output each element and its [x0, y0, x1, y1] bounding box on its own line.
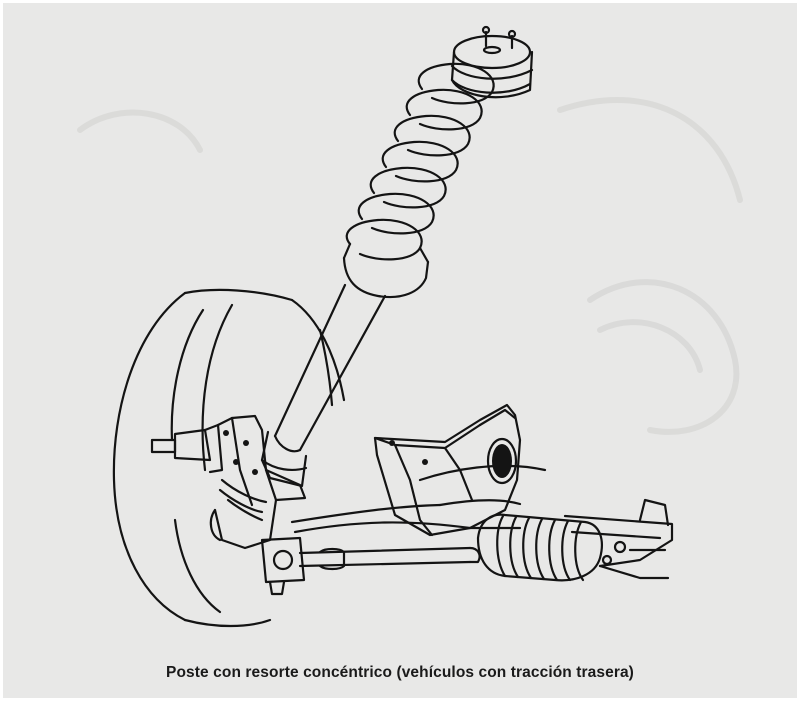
figure-caption: Poste con resorte concéntrico (vehículos… — [166, 664, 634, 681]
steering-knuckle — [150, 414, 307, 550]
bleed-through-texture — [77, 97, 743, 435]
lower-control-arm — [290, 464, 547, 534]
coil-spring — [342, 62, 495, 299]
tire — [112, 288, 346, 628]
paper-sheet — [3, 3, 797, 698]
steering-rack — [563, 498, 674, 580]
strut-upper-mount — [450, 25, 534, 99]
rack-boot — [476, 513, 603, 582]
strut-tube — [260, 283, 387, 488]
tie-rod — [260, 536, 481, 596]
frame-bracket — [373, 403, 522, 537]
